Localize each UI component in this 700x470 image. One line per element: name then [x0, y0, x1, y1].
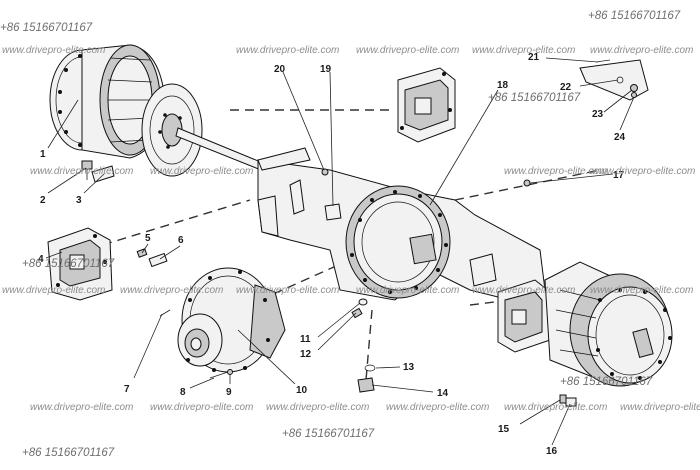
watermark-site: www.drivepro-elite.com — [2, 285, 106, 296]
callout-7: 7 — [124, 384, 130, 395]
callout-20: 20 — [274, 64, 286, 75]
watermark-site: www.drivepro-elite.com — [236, 45, 340, 56]
callout-12: 12 — [300, 349, 312, 360]
watermark-phone: +86 15166701167 — [588, 10, 681, 22]
watermark-site: www.drivepro-elite.com — [120, 285, 224, 296]
watermark-site: www.drivepro-elite.com — [504, 402, 608, 413]
housing-plug — [523, 179, 531, 187]
callout-8: 8 — [180, 387, 186, 398]
breather-plug — [321, 168, 329, 176]
differential-carrier — [177, 267, 286, 373]
sensor-bracket — [579, 59, 649, 101]
bracket-bolt — [595, 59, 611, 63]
watermark-site: www.drivepro-elite.com — [2, 45, 106, 56]
watermark-site: www.drivepro-elite.com — [620, 402, 700, 413]
watermark-site: www.drivepro-elite.com — [590, 285, 694, 296]
watermark-phone: +86 15166701167 — [0, 22, 93, 34]
callout-22: 22 — [560, 82, 572, 93]
watermark-site: www.drivepro-elite.com — [150, 402, 254, 413]
watermark-site: www.drivepro-elite.com — [386, 402, 490, 413]
watermark-site: www.drivepro-elite.com — [472, 285, 576, 296]
filler-plug — [357, 377, 375, 393]
right-brake-caliper-top — [397, 67, 456, 143]
callout-17: 17 — [613, 170, 625, 181]
callout-15: 15 — [498, 424, 510, 435]
watermark-phone: +86 15166701167 — [22, 258, 115, 270]
callout-23: 23 — [592, 109, 604, 120]
brake-disc — [141, 83, 203, 177]
wheel-nut — [565, 397, 577, 407]
leader-lines — [45, 57, 635, 446]
callout-labels: 1 2 3 4 5 6 7 8 9 10 11 12 13 14 15 16 1… — [38, 52, 626, 457]
bolt-bracket — [91, 165, 115, 183]
callout-4: 4 — [38, 254, 44, 265]
callout-18: 18 — [497, 80, 509, 91]
carrier-bolt — [209, 371, 229, 379]
watermark-site: www.drivepro-elite.com — [266, 402, 370, 413]
left-brake-caliper — [47, 227, 113, 301]
callout-9: 9 — [226, 387, 232, 398]
bleeder-screw — [148, 252, 168, 268]
callout-5: 5 — [145, 233, 151, 244]
watermark-phone: +86 15166701167 — [282, 428, 375, 440]
watermark-site: www.drivepro-elite.com — [150, 166, 254, 177]
callout-1: 1 — [40, 149, 46, 160]
wheel-bolt — [81, 160, 93, 180]
watermark-site: www.drivepro-elite.com — [356, 45, 460, 56]
watermark-site: www.drivepro-elite.com — [356, 285, 460, 296]
watermark-site: www.drivepro-elite.com — [30, 402, 134, 413]
watermark-site: www.drivepro-elite.com — [504, 166, 608, 177]
watermark-site: www.drivepro-elite.com — [472, 45, 576, 56]
watermark-phone: +86 15166701167 — [560, 376, 653, 388]
callout-14: 14 — [437, 388, 449, 399]
right-brake-caliper-lower — [497, 279, 551, 353]
callout-6: 6 — [178, 235, 184, 246]
watermark-phone: +86 15166701167 — [488, 92, 581, 104]
callout-21: 21 — [528, 52, 540, 63]
callout-13: 13 — [403, 362, 415, 373]
drain-plug-washer — [358, 298, 368, 306]
watermark-site: www.drivepro-elite.com — [30, 166, 134, 177]
callout-2: 2 — [40, 195, 46, 206]
watermark-site: www.drivepro-elite.com — [236, 285, 340, 296]
seal-ring — [364, 364, 376, 372]
watermark-phone: +86 15166701167 — [22, 447, 115, 459]
right-wheel-hub — [544, 261, 673, 387]
callout-19: 19 — [320, 64, 332, 75]
carrier-washer — [227, 369, 233, 375]
axle-housing — [257, 147, 546, 301]
callout-16: 16 — [546, 446, 558, 457]
nameplate — [324, 203, 342, 221]
watermark-site: www.drivepro-elite.com — [590, 45, 694, 56]
callout-10: 10 — [296, 385, 308, 396]
callout-3: 3 — [76, 195, 82, 206]
callout-11: 11 — [300, 334, 311, 345]
bracket-nut — [631, 92, 637, 98]
watermark-site: www.drivepro-elite.com — [592, 166, 696, 177]
callout-24: 24 — [614, 132, 626, 143]
drain-plug — [351, 307, 363, 319]
